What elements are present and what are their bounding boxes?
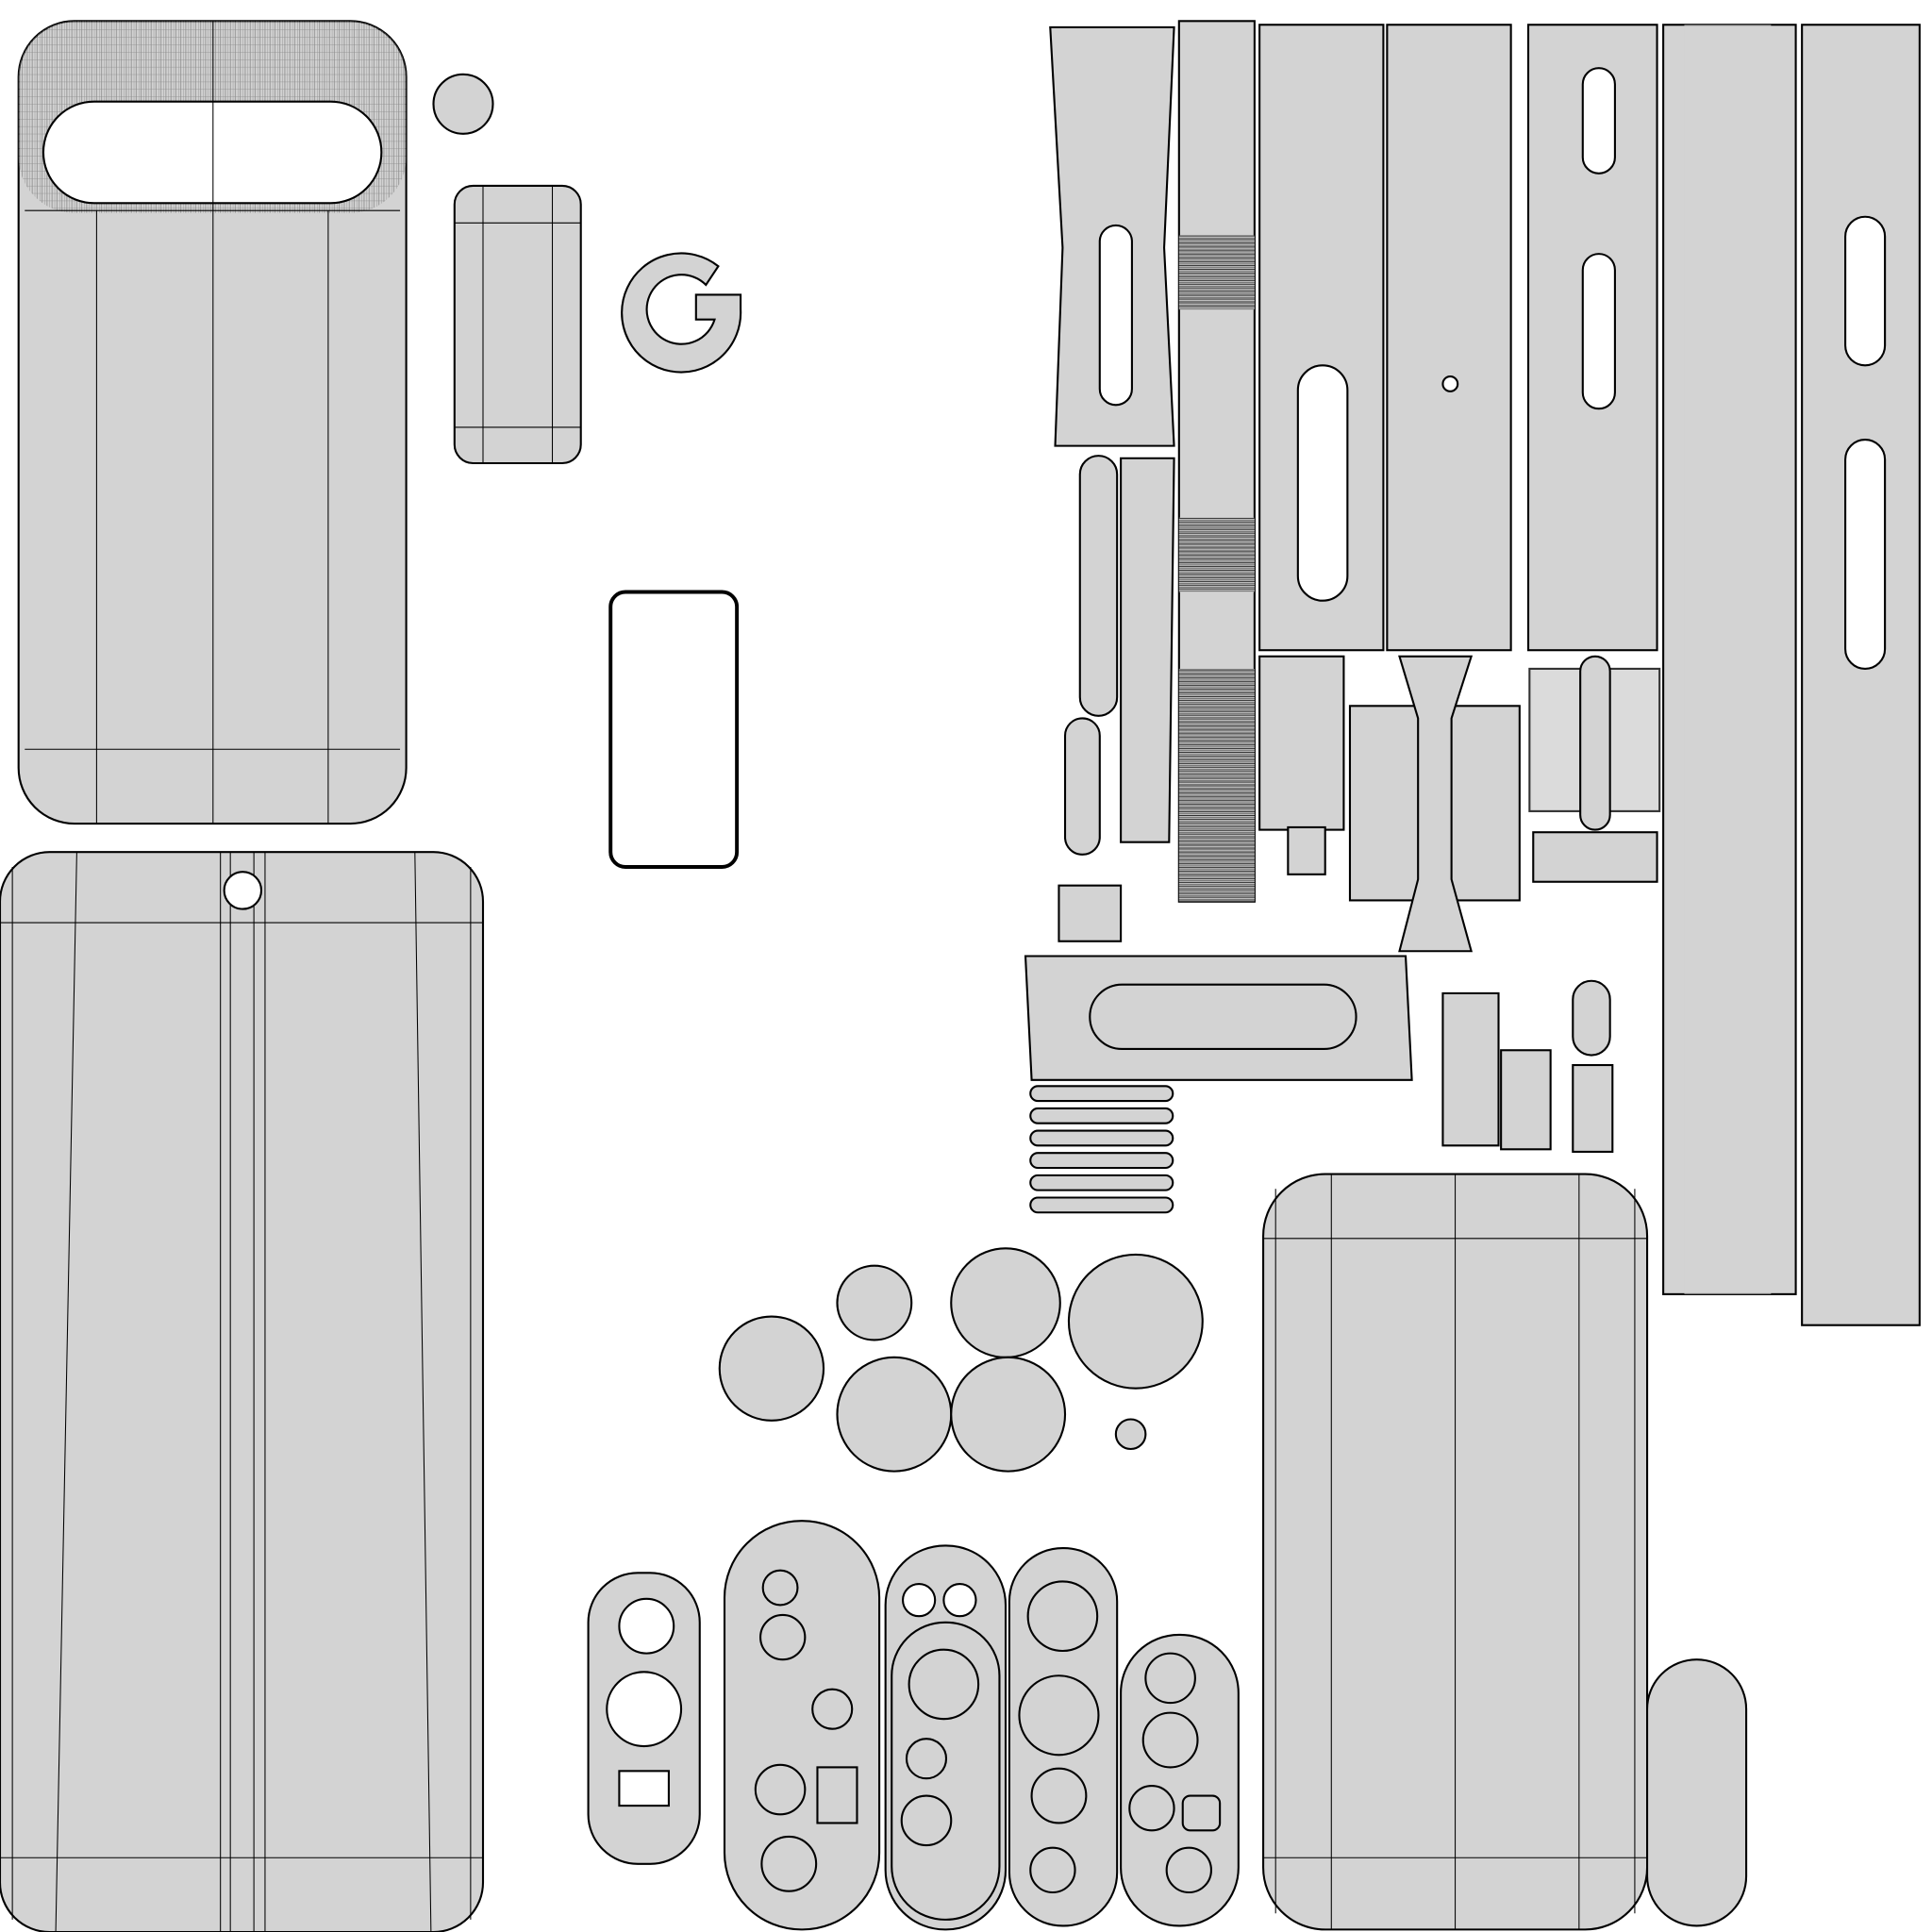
uv-island-port-strip [1024, 955, 1614, 1214]
uv-island-back-panel-large [0, 851, 485, 1932]
uv-island-frame-outline [608, 590, 740, 869]
uv-island-lens-discs [718, 1247, 1204, 1473]
uv-island-camera-bars [587, 1520, 1240, 1931]
uv-island-g-logo [621, 252, 742, 374]
uv-island-small-disc [432, 73, 494, 135]
uv-island-side-strips [1049, 20, 1921, 1326]
uv-island-front-panel [1262, 1173, 1649, 1931]
uv-island-buttons [1058, 455, 1661, 953]
uv-island-capsule [1646, 1658, 1748, 1927]
uv-island-camera-bar-rect [453, 184, 582, 465]
uv-island-back-panel-top [17, 20, 408, 825]
